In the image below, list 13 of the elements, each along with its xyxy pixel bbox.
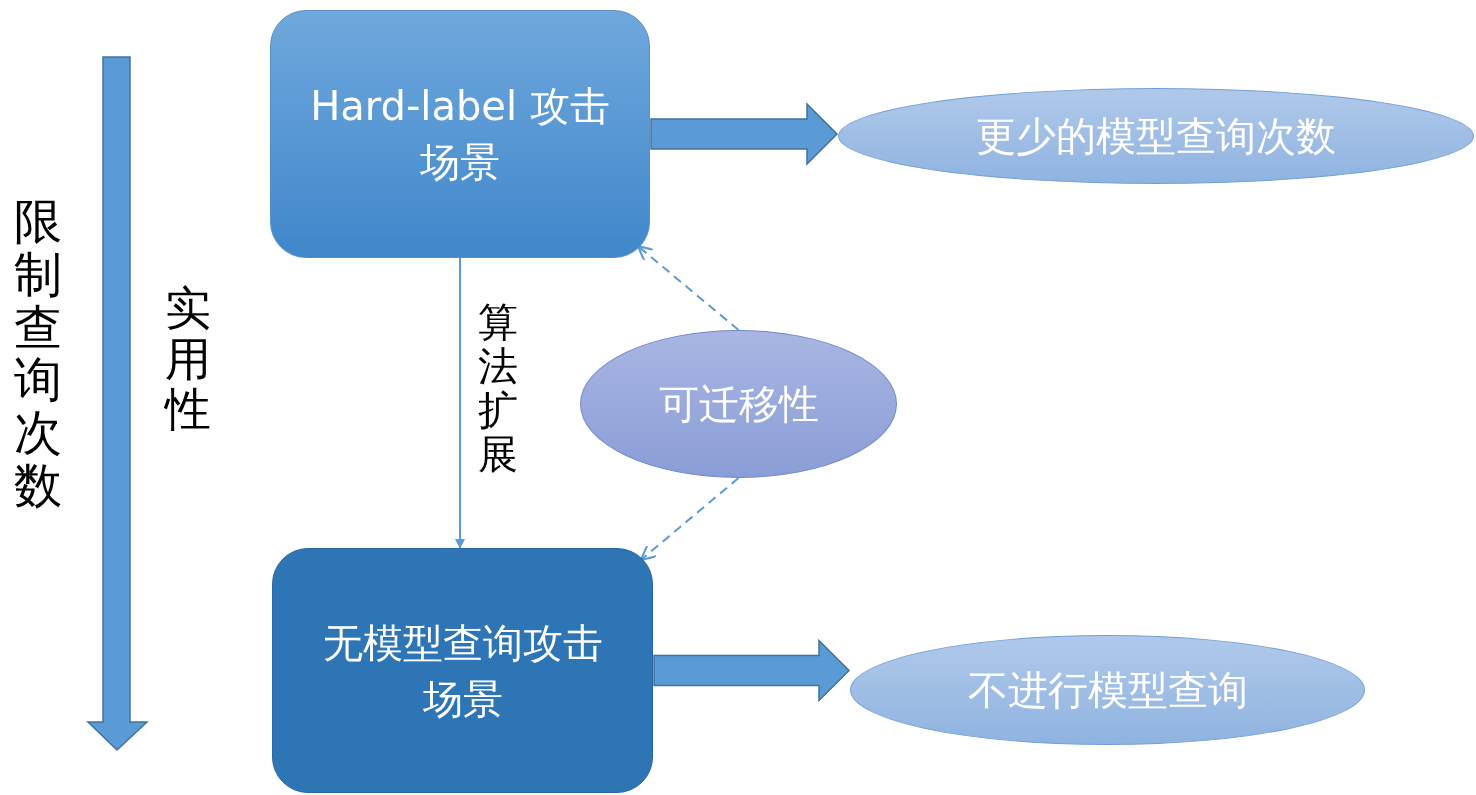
dashed-arrow — [636, 245, 740, 331]
vertical-label: 实用性 — [165, 283, 211, 435]
ellipse-node: 可迁移性 — [580, 330, 897, 478]
scenario-box: 无模型查询攻击场景 — [272, 548, 653, 793]
ellipse-node: 更少的模型查询次数 — [838, 88, 1474, 184]
ellipse-node: 不进行模型查询 — [850, 635, 1365, 745]
dashed-arrow — [639, 477, 740, 561]
block-arrow — [650, 102, 839, 166]
vertical-label: 限制查询次数 — [14, 195, 62, 512]
arrow — [455, 257, 465, 549]
edge-label: 算法扩展 — [478, 300, 518, 476]
block-arrow — [653, 638, 851, 703]
scenario-box: Hard-label 攻击场景 — [270, 10, 650, 258]
